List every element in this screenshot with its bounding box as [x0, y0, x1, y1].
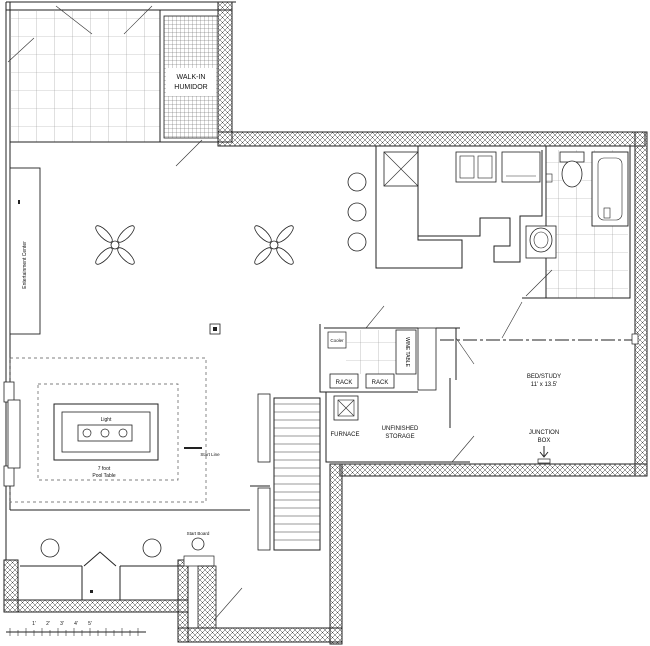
- wine-area: Cooler WINE TABLE RACK RACK: [319, 305, 437, 393]
- scale-tick-label: 5': [88, 621, 92, 627]
- door-swing: [55, 5, 93, 35]
- bar-counter: [375, 146, 553, 269]
- light-label: Light: [101, 417, 112, 423]
- storage-label-1: UNFINISHED: [382, 426, 419, 432]
- scale-tick-label: 3': [60, 621, 64, 627]
- rack-label-2: RACK: [372, 380, 389, 386]
- humidor-label-2: HUMIDOR: [174, 84, 207, 91]
- storage-label-2: STORAGE: [385, 434, 414, 440]
- pool-area: Light 7 foot Pool Table Start Line: [3, 323, 221, 503]
- junction-box-label-2: BOX: [538, 438, 551, 444]
- staircase: [250, 393, 321, 551]
- entertainment-label: Entertainment Center: [22, 241, 28, 289]
- rack-label-1: RACK: [336, 380, 353, 386]
- bathroom: [522, 146, 631, 299]
- start-board-label: Start Board: [187, 531, 210, 536]
- wine-table-label: WINE TABLE: [404, 337, 410, 367]
- bed-study-label-1: BED/STUDY: [527, 374, 561, 380]
- pool-table-label-1: 7 foot: [98, 466, 111, 472]
- arrow-down-icon: [539, 446, 549, 458]
- ceiling-fan: [254, 225, 294, 265]
- scale-tick-label: 1': [32, 621, 36, 627]
- exterior-walls: [3, 1, 648, 645]
- scale-bar: 1' 2' 3' 4' 5': [6, 621, 146, 636]
- pool-table-label-2: Pool Table: [92, 473, 115, 479]
- ceiling-fan: [95, 225, 135, 265]
- furnace-label: FURNACE: [330, 432, 359, 438]
- bed-study: BED/STUDY 11' x 13.5' JUNCTION BOX: [436, 301, 639, 464]
- storage-room: FURNACE UNFINISHED STORAGE: [325, 378, 475, 463]
- scale-tick-label: 2': [46, 621, 50, 627]
- walk-in-humidor: WALK-IN HUMIDOR: [163, 15, 219, 167]
- bed-study-label-2: 11' x 13.5': [531, 382, 558, 388]
- cooler-label: Cooler: [330, 338, 344, 343]
- entertainment-center: Entertainment Center: [9, 167, 41, 335]
- bottom-alcove: Start Board: [10, 509, 250, 629]
- junction-box-label-1: JUNCTION: [529, 430, 559, 436]
- bar-stools: [347, 172, 367, 252]
- start-line-label: Start Line: [200, 452, 220, 457]
- tiled-room: [7, 5, 232, 143]
- humidor-label-1: WALK-IN: [177, 74, 206, 81]
- scale-tick-label: 4': [74, 621, 78, 627]
